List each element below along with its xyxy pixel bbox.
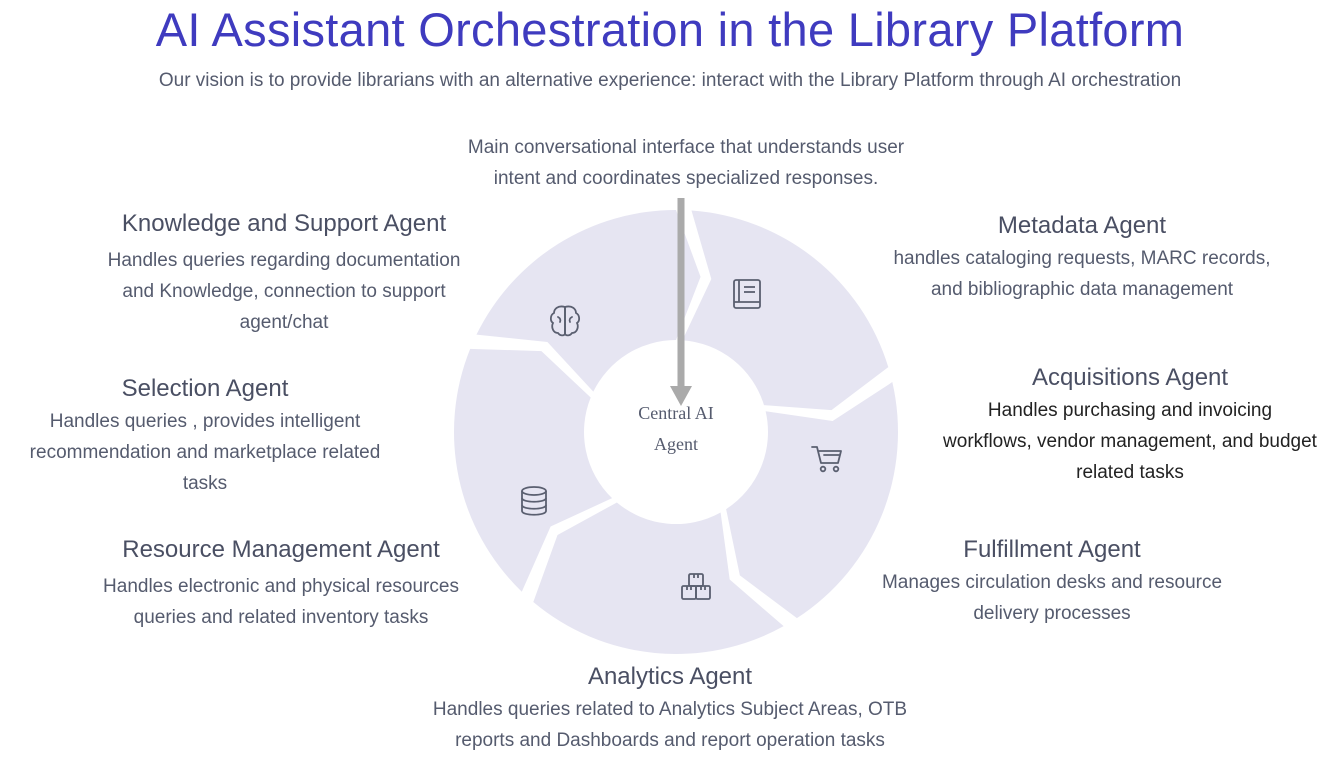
central-hub <box>585 341 767 523</box>
acquisitions-desc-line: related tasks <box>1076 462 1184 483</box>
analytics-agent-title: Analytics Agent <box>587 663 753 690</box>
metadata-agent-title: Metadata Agent <box>997 212 1167 239</box>
segment-resource <box>454 348 613 592</box>
metadata-desc-line: handles cataloging requests, MARC record… <box>893 248 1271 269</box>
page-subtitle: Our vision is to provide librarians with… <box>158 70 1182 91</box>
book-icon <box>733 279 761 309</box>
wheel-segments <box>454 210 899 654</box>
acquisitions-desc-line: Handles purchasing and invoicing <box>987 400 1273 421</box>
knowledge-desc-line: Handles queries regarding documentation <box>107 250 461 271</box>
fulfillment-agent-description: Manages circulation desks and resource d… <box>852 567 1252 629</box>
analytics-desc-line: Handles queries related to Analytics Sub… <box>432 699 908 720</box>
segment-metadata <box>682 210 889 411</box>
analytics-agent-description: Handles queries related to Analytics Sub… <box>400 694 940 756</box>
page-title: AI Assistant Orchestration in the Librar… <box>155 3 1185 56</box>
acquisitions-agent-description: Handles purchasing and invoicing workflo… <box>924 395 1336 488</box>
analytics-agent-block: Analytics Agent Handles queries related … <box>400 662 940 756</box>
central-label-line2: Agent <box>654 434 698 454</box>
acquisitions-desc-line: workflows, vendor management, and budget <box>943 431 1317 452</box>
resource-agent-block: Resource Management Agent Handles electr… <box>76 535 486 633</box>
resource-agent-description: Handles electronic and physical resource… <box>76 571 486 633</box>
selection-agent-block: Selection Agent Handles queries , provid… <box>5 374 405 499</box>
fulfillment-desc-line: Manages circulation desks and resource <box>881 572 1223 593</box>
metadata-agent-block: Metadata Agent handles cataloging reques… <box>872 211 1292 305</box>
selection-desc-line: Handles queries , provides intelligent <box>49 411 361 432</box>
central-desc-line1: Main conversational interface that under… <box>467 137 905 158</box>
cart-icon <box>811 446 842 473</box>
fulfillment-agent-title: Fulfillment Agent <box>963 536 1141 563</box>
fulfillment-desc-line: delivery processes <box>973 603 1131 624</box>
knowledge-agent-title: Knowledge and Support Agent <box>121 210 447 237</box>
brain-icon <box>549 305 581 337</box>
database-icon <box>521 486 547 516</box>
acquisitions-agent-title: Acquisitions Agent <box>1031 364 1229 391</box>
selection-agent-description: Handles queries , provides intelligent r… <box>5 406 405 499</box>
selection-desc-line: tasks <box>182 473 228 494</box>
metadata-desc-line: and bibliographic data management <box>930 279 1234 300</box>
central-agent-description: Main conversational interface that under… <box>436 132 936 194</box>
knowledge-desc-line: agent/chat <box>239 312 329 333</box>
central-agent-label: Central AI Agent <box>606 398 746 460</box>
selection-agent-title: Selection Agent <box>121 375 289 402</box>
selection-desc-line: recommendation and marketplace related <box>29 442 381 463</box>
metadata-agent-description: handles cataloging requests, MARC record… <box>872 243 1292 305</box>
segment-knowledge <box>476 210 701 392</box>
resource-desc-line: queries and related inventory tasks <box>133 607 429 628</box>
central-desc-line2: intent and coordinates specialized respo… <box>493 168 879 189</box>
fulfillment-agent-block: Fulfillment Agent Manages circulation de… <box>852 535 1252 629</box>
acquisitions-agent-block: Acquisitions Agent Handles purchasing an… <box>924 363 1336 488</box>
central-arrow-head <box>670 386 692 406</box>
segment-analytics <box>533 502 784 654</box>
analytics-desc-line: reports and Dashboards and report operat… <box>455 730 885 751</box>
knowledge-desc-line: and Knowledge, connection to support <box>122 281 446 302</box>
knowledge-agent-description: Handles queries regarding documentation … <box>84 245 484 338</box>
resource-desc-line: Handles electronic and physical resource… <box>103 576 459 597</box>
segment-acquisitions <box>726 382 899 619</box>
boxes-icon <box>681 573 711 600</box>
resource-agent-title: Resource Management Agent <box>122 536 440 563</box>
knowledge-agent-block: Knowledge and Support Agent Handles quer… <box>84 209 484 338</box>
central-label-line1: Central AI <box>638 403 714 423</box>
